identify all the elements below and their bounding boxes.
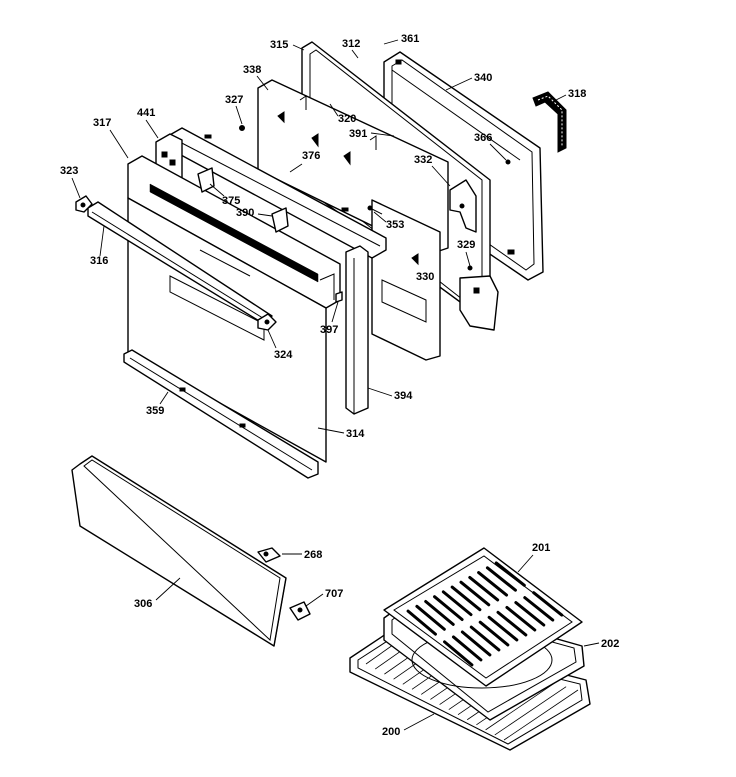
- label-359: 359: [146, 405, 164, 417]
- label-201: 201: [532, 542, 550, 554]
- rack-bar: [494, 686, 567, 736]
- label-340: 340: [474, 72, 492, 84]
- label-361: 361: [401, 33, 419, 45]
- label-312: 312: [342, 38, 360, 50]
- bracket-332: [449, 179, 477, 233]
- label-314: 314: [346, 428, 365, 440]
- grid-slot: [415, 604, 446, 631]
- grid-slot: [478, 620, 510, 647]
- label-441: 441: [137, 107, 155, 119]
- label-306: 306: [134, 598, 152, 610]
- part-labels: 201 202 200 268 707 306 315 312 361 340 …: [60, 33, 619, 738]
- insulation-330: [371, 199, 441, 361]
- grid-slot: [459, 580, 491, 607]
- label-324: 324: [274, 349, 293, 361]
- label-268: 268: [304, 549, 322, 561]
- rack-bar: [503, 689, 579, 741]
- label-316: 316: [90, 255, 108, 267]
- label-376: 376: [302, 150, 320, 162]
- grid-slot: [514, 601, 546, 627]
- end-cap-324: [257, 313, 277, 331]
- clip-390: [271, 207, 289, 233]
- broiler-grid-201: [383, 547, 583, 687]
- grid-slot: [505, 605, 537, 632]
- rack-bar: [485, 683, 555, 731]
- grid-slot: [477, 571, 509, 597]
- grid-slot: [406, 609, 437, 636]
- label-323: 323: [60, 165, 78, 177]
- label-353: 353: [386, 219, 404, 231]
- label-327: 327: [225, 94, 243, 106]
- hinge-bottom: [459, 275, 499, 331]
- label-391: 391: [349, 128, 367, 140]
- label-315: 315: [270, 39, 288, 51]
- grid-slot: [496, 610, 528, 637]
- label-200: 200: [382, 726, 400, 738]
- label-317: 317: [93, 117, 111, 129]
- grid-slot: [487, 615, 519, 642]
- grid-slot: [468, 575, 500, 602]
- clip-375: [197, 167, 215, 193]
- label-375: 375: [222, 195, 240, 207]
- grid-slot: [532, 591, 564, 617]
- grid-slot: [485, 566, 517, 592]
- label-320: 320: [338, 113, 356, 125]
- label-397: 397: [320, 324, 338, 336]
- screw-327: [239, 125, 245, 131]
- screw-397: [335, 291, 343, 303]
- grid-slot: [443, 640, 474, 667]
- label-338: 338: [243, 64, 261, 76]
- grid-slot: [424, 599, 455, 626]
- grid-slot: [460, 630, 492, 657]
- label-202: 202: [601, 638, 619, 650]
- glide-268: [257, 547, 281, 563]
- bracket-707: [289, 601, 311, 621]
- grid-slot: [450, 585, 482, 612]
- screw-329: [467, 265, 473, 271]
- gasket-318: [532, 91, 567, 153]
- bottom-trim-359: [123, 349, 319, 479]
- end-cap-323: [75, 195, 93, 213]
- label-329: 329: [457, 239, 475, 251]
- label-394: 394: [394, 390, 413, 402]
- label-330: 330: [416, 271, 434, 283]
- label-390: 390: [236, 207, 254, 219]
- grid-slot: [494, 561, 526, 587]
- grid-slot: [469, 625, 501, 652]
- label-366: 366: [474, 132, 492, 144]
- label-318: 318: [568, 88, 586, 100]
- grid-slot: [523, 596, 555, 622]
- grid-slot: [451, 635, 483, 662]
- side-bar-394: [345, 245, 369, 415]
- screw-366: [505, 159, 511, 165]
- grid-slot: [441, 590, 473, 617]
- label-332: 332: [414, 154, 432, 166]
- screw-353: [367, 205, 383, 215]
- label-707: 707: [325, 588, 343, 600]
- drawer-panel-306: [71, 455, 287, 647]
- grid-slot: [433, 595, 464, 621]
